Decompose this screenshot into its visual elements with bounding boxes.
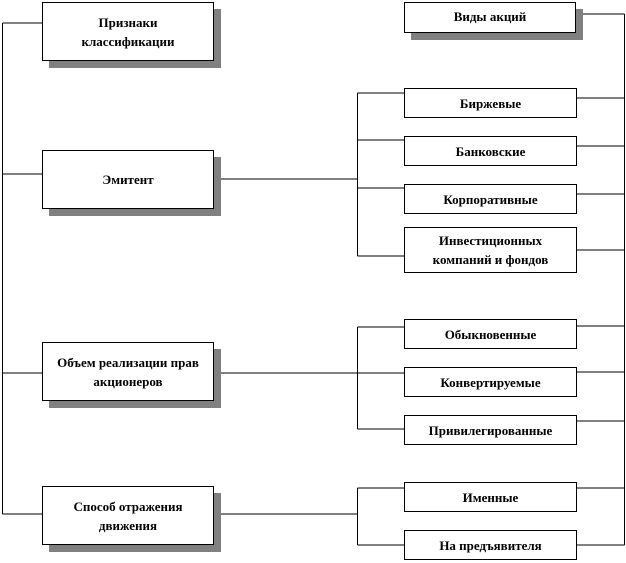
criterion-label: Объем реализации прав акционеров — [57, 354, 199, 389]
type-box: Обыкновенные — [404, 319, 577, 349]
type-label: Конвертируемые — [440, 374, 541, 390]
type-label: Привилегированные — [428, 422, 553, 438]
type-label: Банковские — [455, 143, 526, 159]
type-label: Именные — [462, 489, 519, 505]
type-label: Обыкновенные — [444, 326, 537, 342]
criterion-movement-box: Способ отражения движения — [42, 486, 214, 545]
criterion-label: Эмитент — [102, 172, 154, 187]
type-box: Инвестиционных компаний и фондов — [404, 227, 577, 273]
types-header: Виды акций — [453, 9, 527, 24]
type-label: Инвестиционных компаний и фондов — [432, 233, 549, 267]
type-label: На предъявителя — [439, 537, 542, 553]
type-label: Корпоративные — [443, 191, 538, 207]
type-label: Биржевые — [459, 95, 522, 111]
type-box: Банковские — [404, 136, 577, 166]
type-box: На предъявителя — [404, 530, 577, 560]
criterion-issuer-box: Эмитент — [42, 150, 214, 209]
type-box: Биржевые — [404, 88, 577, 118]
type-box: Конвертируемые — [404, 367, 577, 397]
criterion-label: Способ отражения движения — [73, 498, 183, 533]
criteria-header-box: Признаки классификации — [42, 2, 214, 61]
types-header-box: Виды акций — [404, 2, 576, 33]
criteria-header: Признаки классификации — [81, 14, 175, 49]
type-box: Корпоративные — [404, 184, 577, 214]
type-box: Привилегированные — [404, 415, 577, 445]
type-box: Именные — [404, 482, 577, 512]
criterion-rights-box: Объем реализации прав акционеров — [42, 342, 214, 401]
